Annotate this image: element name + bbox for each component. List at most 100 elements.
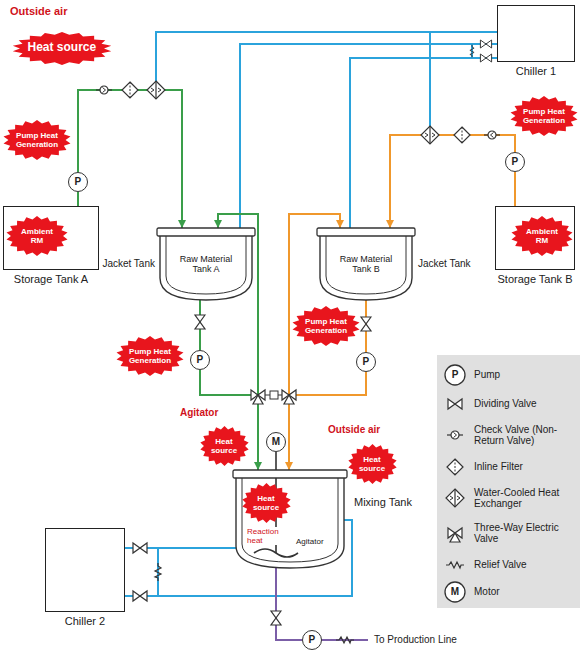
pump-heat-burst: Pump Heat Generation xyxy=(292,306,360,346)
tank-shell xyxy=(236,478,344,568)
pump-symbol: P xyxy=(68,172,88,192)
jacket-label: Jacket Tank xyxy=(102,258,155,270)
burst-text: Heat source xyxy=(251,494,281,512)
pipe-connector xyxy=(350,58,497,228)
pipe-connector xyxy=(276,568,302,640)
label-anchor: Jacket Tank xyxy=(418,258,471,270)
unit-name: Chiller 2 xyxy=(65,615,105,628)
legend-row: Water-Cooled Heat Exchanger xyxy=(440,483,578,513)
legend-row: Check Valve (Non-Return Valve) xyxy=(440,420,578,450)
burst-text: Heat source xyxy=(209,437,239,455)
tank-jacket xyxy=(166,236,246,294)
legend-symbol xyxy=(440,389,470,419)
symbol-letter: P xyxy=(452,369,459,381)
line-destination: To Production Line xyxy=(374,634,457,646)
three-way-valve-symbol xyxy=(282,390,296,404)
tank-lid xyxy=(317,228,415,236)
check-valve-symbol xyxy=(96,86,112,94)
unit-name: Chiller 1 xyxy=(516,65,556,78)
tank-name: Raw Material Tank A xyxy=(173,254,239,275)
burst-text: Pump Heat Generation xyxy=(304,317,348,335)
symbol-letter: P xyxy=(512,156,519,168)
mixing-tank: Mixing TankHeat source xyxy=(236,470,344,568)
legend-symbol-shape xyxy=(447,431,463,439)
filter-symbol xyxy=(122,82,138,98)
burst-text: Heat source xyxy=(28,41,97,55)
motor-symbol: M xyxy=(266,432,286,452)
heat-source-burst: Heat source xyxy=(200,426,249,466)
check-valve-symbol xyxy=(484,131,500,139)
burst-outline xyxy=(13,32,111,65)
legend-row: Inline Filter xyxy=(440,452,578,482)
chiller-unit: Chiller 2 xyxy=(45,528,125,612)
label-anchor: Reaction heat xyxy=(246,527,282,545)
tank-name: Raw Material Tank B xyxy=(333,254,399,275)
heat-source-note: Reaction heat xyxy=(246,527,282,545)
heat-source-note: Outside air xyxy=(328,424,380,436)
symbol-letter: P xyxy=(309,634,316,646)
label-anchor: To Production Line xyxy=(374,634,457,646)
legend-symbol xyxy=(440,518,470,548)
legend-panel xyxy=(437,355,580,608)
pump-symbol: P xyxy=(356,352,376,372)
burst-outline xyxy=(6,216,67,256)
heat-exchanger-symbol xyxy=(421,126,439,144)
relief-valve-symbol xyxy=(336,637,354,643)
heat-exchanger-symbol xyxy=(147,81,165,99)
dividing-valve-symbol xyxy=(133,591,147,601)
pipe-connector xyxy=(240,44,497,228)
burst-outline xyxy=(200,426,248,466)
tank-shell xyxy=(320,236,412,300)
unit-name: Storage Tank A xyxy=(14,273,88,286)
legend-text: Pump xyxy=(474,369,500,381)
legend-text: Motor xyxy=(474,586,500,598)
label-anchor: P xyxy=(452,369,459,381)
burst-text: Pump Heat Generation xyxy=(15,131,59,149)
burst-text: Ambient RM xyxy=(17,227,57,245)
legend-symbol-shape xyxy=(446,562,464,568)
dividing-valve-symbol xyxy=(133,543,147,553)
tank-jacket xyxy=(326,236,406,294)
legend-text: Dividing Valve xyxy=(474,398,537,410)
symbol-letter: P xyxy=(75,176,82,188)
label-anchor: Outside air xyxy=(10,5,67,18)
burst-outline xyxy=(242,483,290,523)
legend-text: Water-Cooled Heat Exchanger xyxy=(474,487,576,510)
symbol-letter: M xyxy=(451,586,459,598)
part-label: Agitator xyxy=(296,537,324,546)
pump-heat-burst: Pump Heat Generation xyxy=(3,120,71,160)
legend-symbol-shape xyxy=(446,489,464,507)
burst-outline xyxy=(348,444,396,484)
legend-row: Dividing Valve xyxy=(440,389,578,419)
three-way-valve-symbol xyxy=(251,390,265,404)
legend-row: Pump xyxy=(440,360,578,390)
heat-source-burst: Heat source xyxy=(242,483,291,523)
dividing-valve-symbol xyxy=(480,54,491,62)
symbol-letter: P xyxy=(363,356,370,368)
legend-symbol xyxy=(440,483,470,513)
legend-symbol-shape xyxy=(448,399,462,409)
legend-text: Check Valve (Non-Return Valve) xyxy=(474,424,576,447)
dividing-valve-symbol xyxy=(271,611,281,625)
raw-material-tank: Raw Material Tank A xyxy=(160,228,252,300)
burst-outline xyxy=(117,336,184,376)
tank-jacket xyxy=(242,478,338,562)
burst-text: Pump Heat Generation xyxy=(522,107,566,125)
legend-symbol xyxy=(440,550,470,580)
burst-text: Heat source xyxy=(357,455,387,473)
raw-material-tank: Raw Material Tank B xyxy=(320,228,412,300)
legend-text: Inline Filter xyxy=(474,461,523,473)
legend-symbol-shape xyxy=(445,582,465,602)
tank-shell xyxy=(160,236,252,300)
heat-source-note: Agitator xyxy=(180,407,218,419)
legend-symbol xyxy=(440,452,470,482)
burst-text: Pump Heat Generation xyxy=(128,347,172,365)
dividing-valve-symbol xyxy=(480,40,491,48)
legend-row: Motor xyxy=(440,577,578,607)
storage-tank: Storage Tank BAmbient RM xyxy=(495,206,575,270)
valve-actuator xyxy=(270,391,278,399)
burst-outline xyxy=(293,306,360,346)
burst-outline xyxy=(4,120,71,160)
legend-symbol-shape xyxy=(448,528,462,542)
